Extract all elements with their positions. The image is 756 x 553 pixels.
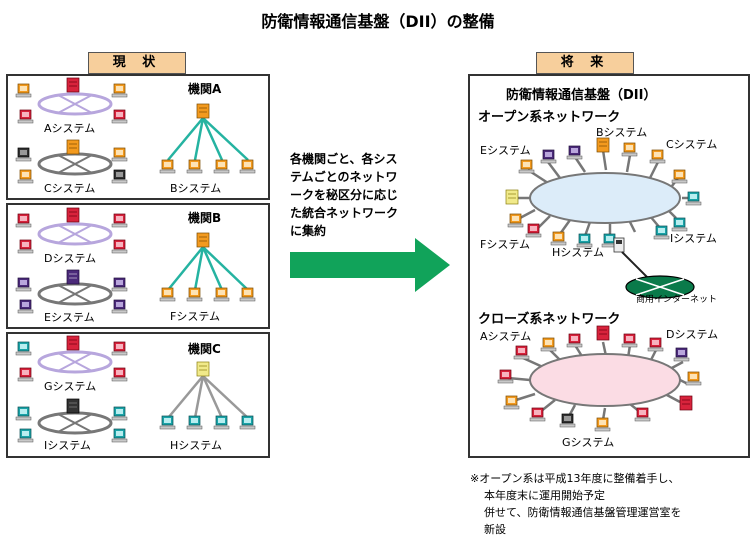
arrow-text-line: に集約: [290, 224, 327, 238]
closed-network-ring: [529, 353, 681, 407]
agency-c-panel: [6, 332, 270, 458]
closed-system-g-label: Gシステム: [562, 436, 615, 449]
future-panel-title: 防衛情報通信基盤（DII）: [506, 88, 657, 103]
open-system-f-label: Fシステム: [480, 238, 530, 251]
agency-b-panel: [6, 203, 270, 329]
footnote-line: 新設: [484, 523, 506, 536]
system-b-label: Bシステム: [170, 182, 222, 195]
agency-c-diagram: [15, 335, 256, 443]
footnote: ※オープン系は平成13年度に整備着手し、 本年度末に運用開始予定 併せて、防衛情…: [470, 470, 752, 538]
system-f-label: Fシステム: [170, 310, 220, 323]
agency-b-diagram: [15, 207, 256, 314]
agency-a-panel: [6, 74, 270, 200]
open-system-i-label: Iシステム: [670, 232, 717, 245]
ring-a: [37, 92, 113, 116]
future-header: 将 来: [536, 52, 634, 74]
agency-c-label: 機関C: [188, 342, 221, 356]
arrow-text-line: ークを秘区分に応じ: [290, 188, 399, 202]
integration-arrow: [290, 238, 450, 292]
page-title: 防衛情報通信基盤（DII）の整備: [261, 12, 495, 31]
current-header: 現 状: [88, 52, 186, 74]
open-network-ring: [529, 172, 681, 224]
agency-a-diagram: [15, 77, 256, 184]
arrow-text-line: テムごとのネットワ: [290, 170, 398, 184]
system-d-label: Dシステム: [44, 252, 97, 265]
open-network-diagram: [505, 137, 702, 299]
ring-g: [37, 350, 113, 374]
system-e-label: Eシステム: [44, 311, 95, 324]
open-system-e-label: Eシステム: [480, 144, 531, 157]
system-g-label: Gシステム: [44, 380, 97, 393]
agency-b-label: 機関B: [188, 211, 222, 225]
closed-system-a-label: Aシステム: [480, 330, 532, 343]
arrow-text-line: 各機関ごと、各シス: [290, 152, 398, 166]
open-network-title: オープン系ネットワーク: [478, 110, 621, 125]
system-h-label: Hシステム: [170, 439, 222, 452]
footnote-line: 本年度末に運用開始予定: [484, 489, 605, 502]
footnote-line: 併せて、防衛情報通信基盤管理運営室を: [484, 506, 682, 519]
system-a-label: Aシステム: [44, 122, 96, 135]
footnote-line: ※オープン系は平成13年度に整備着手し、: [470, 472, 680, 485]
open-system-h-label: Hシステム: [552, 246, 604, 259]
internet-label: 商用インターネット: [636, 295, 718, 305]
arrow-text-line: た統合ネットワーク: [290, 206, 399, 220]
agency-a-label: 機関A: [188, 82, 222, 96]
closed-network-title: クローズ系ネットワーク: [478, 312, 621, 327]
open-system-b-label: Bシステム: [596, 126, 648, 139]
closed-system-d-label: Dシステム: [666, 328, 719, 341]
open-system-c-label: Cシステム: [666, 138, 718, 151]
system-c-label: Cシステム: [44, 182, 96, 195]
closed-network-diagram: [497, 325, 702, 432]
ring-d: [37, 222, 113, 246]
system-i-label: Iシステム: [44, 439, 91, 452]
arrow-description: 各機関ごと、各シス テムごとのネットワ ークを秘区分に応じ た統合ネットワーク …: [290, 150, 450, 240]
